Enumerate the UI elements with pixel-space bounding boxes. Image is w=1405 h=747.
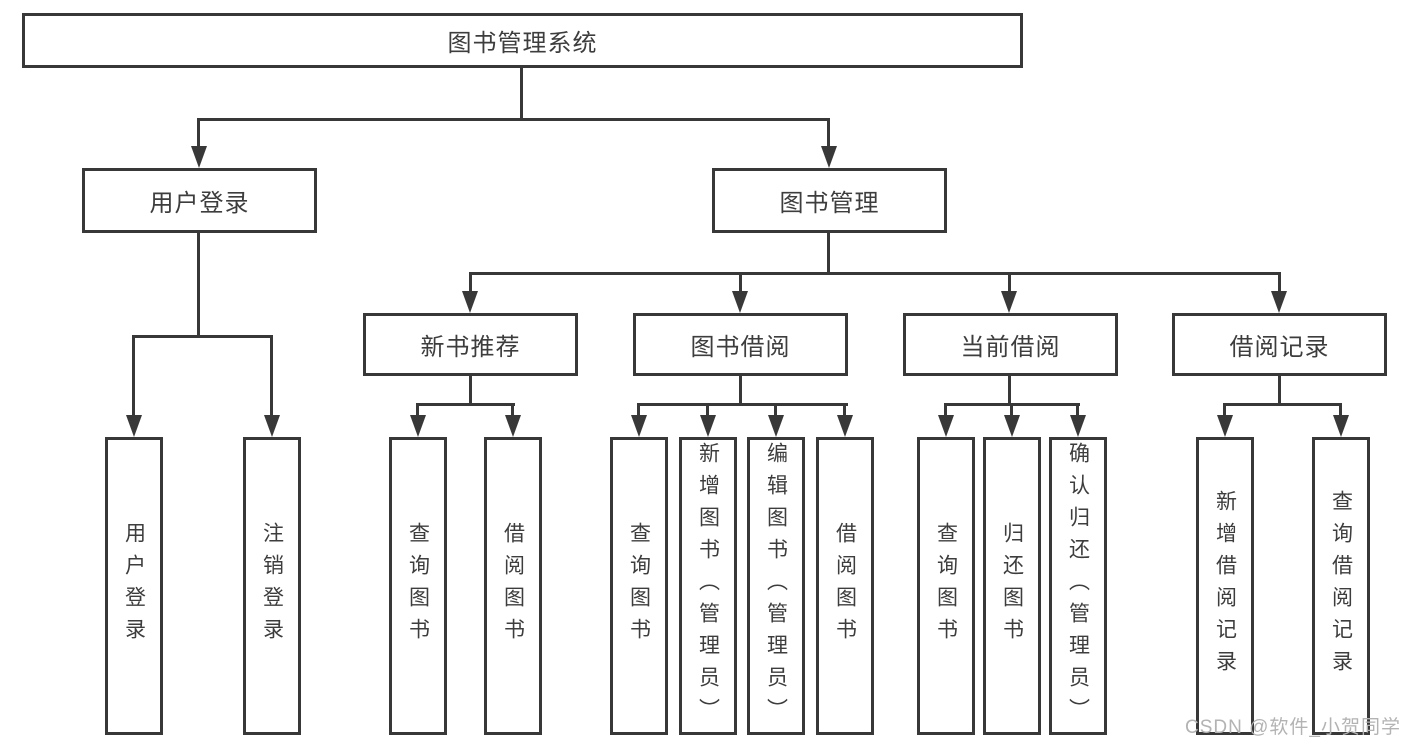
node-current-borrowing: 当前借阅 — [903, 313, 1118, 376]
leaf-return-books-label: 归还图书 — [1000, 522, 1024, 650]
arrow-down-icon — [1004, 415, 1020, 437]
connector-line — [197, 118, 830, 121]
node-current-borrowing-label: 当前借阅 — [960, 334, 1061, 361]
arrow-down-icon — [1001, 291, 1017, 313]
connector-line — [1223, 403, 1342, 406]
connector-line — [944, 403, 947, 420]
connector-line — [739, 376, 742, 406]
connector-line — [520, 68, 523, 121]
leaf-edit-books-admin-label: 编辑图书（管理员） — [764, 442, 788, 730]
arrow-down-icon — [732, 291, 748, 313]
connector-line — [132, 335, 273, 338]
node-root: 图书管理系统 — [22, 13, 1023, 68]
leaf-query-books-borrowing-label: 查询图书 — [627, 522, 651, 650]
connector-line — [270, 335, 273, 420]
connector-line — [1223, 403, 1226, 420]
leaf-user-login: 用户登录 — [105, 437, 163, 735]
leaf-borrow-books-recommend-label: 借阅图书 — [501, 522, 525, 650]
node-book-borrowing-label: 图书借阅 — [690, 334, 791, 361]
connector-line — [1010, 403, 1013, 420]
node-borrowing-records-label: 借阅记录 — [1229, 334, 1330, 361]
arrow-down-icon — [264, 415, 280, 437]
arrow-down-icon — [410, 415, 426, 437]
arrow-down-icon — [462, 291, 478, 313]
connector-line — [1008, 376, 1011, 406]
leaf-query-books-recommend: 查询图书 — [389, 437, 447, 735]
arrow-down-icon — [126, 415, 142, 437]
connector-line — [774, 403, 777, 420]
leaf-add-books-admin-label: 新增图书（管理员） — [696, 442, 720, 730]
connector-line — [739, 272, 742, 295]
arrow-down-icon — [191, 146, 207, 168]
arrow-down-icon — [505, 415, 521, 437]
connector-line — [1278, 376, 1281, 406]
leaf-borrow-books-borrowing-label: 借阅图书 — [833, 522, 857, 650]
connector-line — [1008, 272, 1011, 295]
csdn-watermark: CSDN @软件_小贺同学 — [1185, 717, 1401, 738]
arrow-down-icon — [1333, 415, 1349, 437]
leaf-logout-label: 注销登录 — [260, 522, 284, 650]
arrow-down-icon — [768, 415, 784, 437]
node-book-management: 图书管理 — [712, 168, 947, 233]
leaf-confirm-return-admin-label: 确认归还（管理员） — [1066, 442, 1090, 730]
leaf-confirm-return-admin: 确认归还（管理员） — [1049, 437, 1107, 735]
connector-line — [416, 403, 515, 406]
leaf-add-borrow-record-label: 新增借阅记录 — [1213, 490, 1237, 682]
leaf-add-books-admin: 新增图书（管理员） — [679, 437, 737, 735]
connector-line — [1278, 272, 1281, 295]
leaf-add-borrow-record: 新增借阅记录 — [1196, 437, 1254, 735]
node-book-borrowing: 图书借阅 — [633, 313, 848, 376]
leaf-edit-books-admin: 编辑图书（管理员） — [747, 437, 805, 735]
connector-line — [416, 403, 419, 420]
leaf-query-borrow-record-label: 查询借阅记录 — [1329, 490, 1353, 682]
leaf-return-books: 归还图书 — [983, 437, 1041, 735]
arrow-down-icon — [631, 415, 647, 437]
connector-line — [511, 403, 514, 420]
arrow-down-icon — [837, 415, 853, 437]
arrow-down-icon — [700, 415, 716, 437]
leaf-query-books-recommend-label: 查询图书 — [406, 522, 430, 650]
connector-line — [827, 233, 830, 275]
arrow-down-icon — [1217, 415, 1233, 437]
leaf-query-books-current-label: 查询图书 — [934, 522, 958, 650]
connector-line — [132, 335, 135, 420]
arrow-down-icon — [1070, 415, 1086, 437]
node-book-management-label: 图书管理 — [779, 190, 880, 217]
leaf-borrow-books-recommend: 借阅图书 — [484, 437, 542, 735]
leaf-borrow-books-borrowing: 借阅图书 — [816, 437, 874, 735]
leaf-query-books-borrowing: 查询图书 — [610, 437, 668, 735]
connector-line — [1076, 403, 1079, 420]
node-user-login-label: 用户登录 — [149, 190, 250, 217]
node-root-label: 图书管理系统 — [447, 30, 598, 57]
node-user-login: 用户登录 — [82, 168, 317, 233]
arrow-down-icon — [821, 146, 837, 168]
connector-line — [197, 118, 200, 150]
leaf-logout: 注销登录 — [243, 437, 301, 735]
node-new-book-recommend-label: 新书推荐 — [420, 334, 521, 361]
connector-line — [843, 403, 846, 420]
leaf-user-login-label: 用户登录 — [122, 522, 146, 650]
connector-line — [197, 233, 200, 338]
arrow-down-icon — [1271, 291, 1287, 313]
connector-line — [469, 376, 472, 406]
node-borrowing-records: 借阅记录 — [1172, 313, 1387, 376]
connector-line — [469, 272, 472, 295]
connector-line — [1339, 403, 1342, 420]
connector-line — [637, 403, 640, 420]
connector-line — [637, 403, 848, 406]
node-new-book-recommend: 新书推荐 — [363, 313, 578, 376]
leaf-query-books-current: 查询图书 — [917, 437, 975, 735]
arrow-down-icon — [938, 415, 954, 437]
connector-line — [827, 118, 830, 150]
connector-line — [706, 403, 709, 420]
connector-line — [469, 272, 1281, 275]
leaf-query-borrow-record: 查询借阅记录 — [1312, 437, 1370, 735]
